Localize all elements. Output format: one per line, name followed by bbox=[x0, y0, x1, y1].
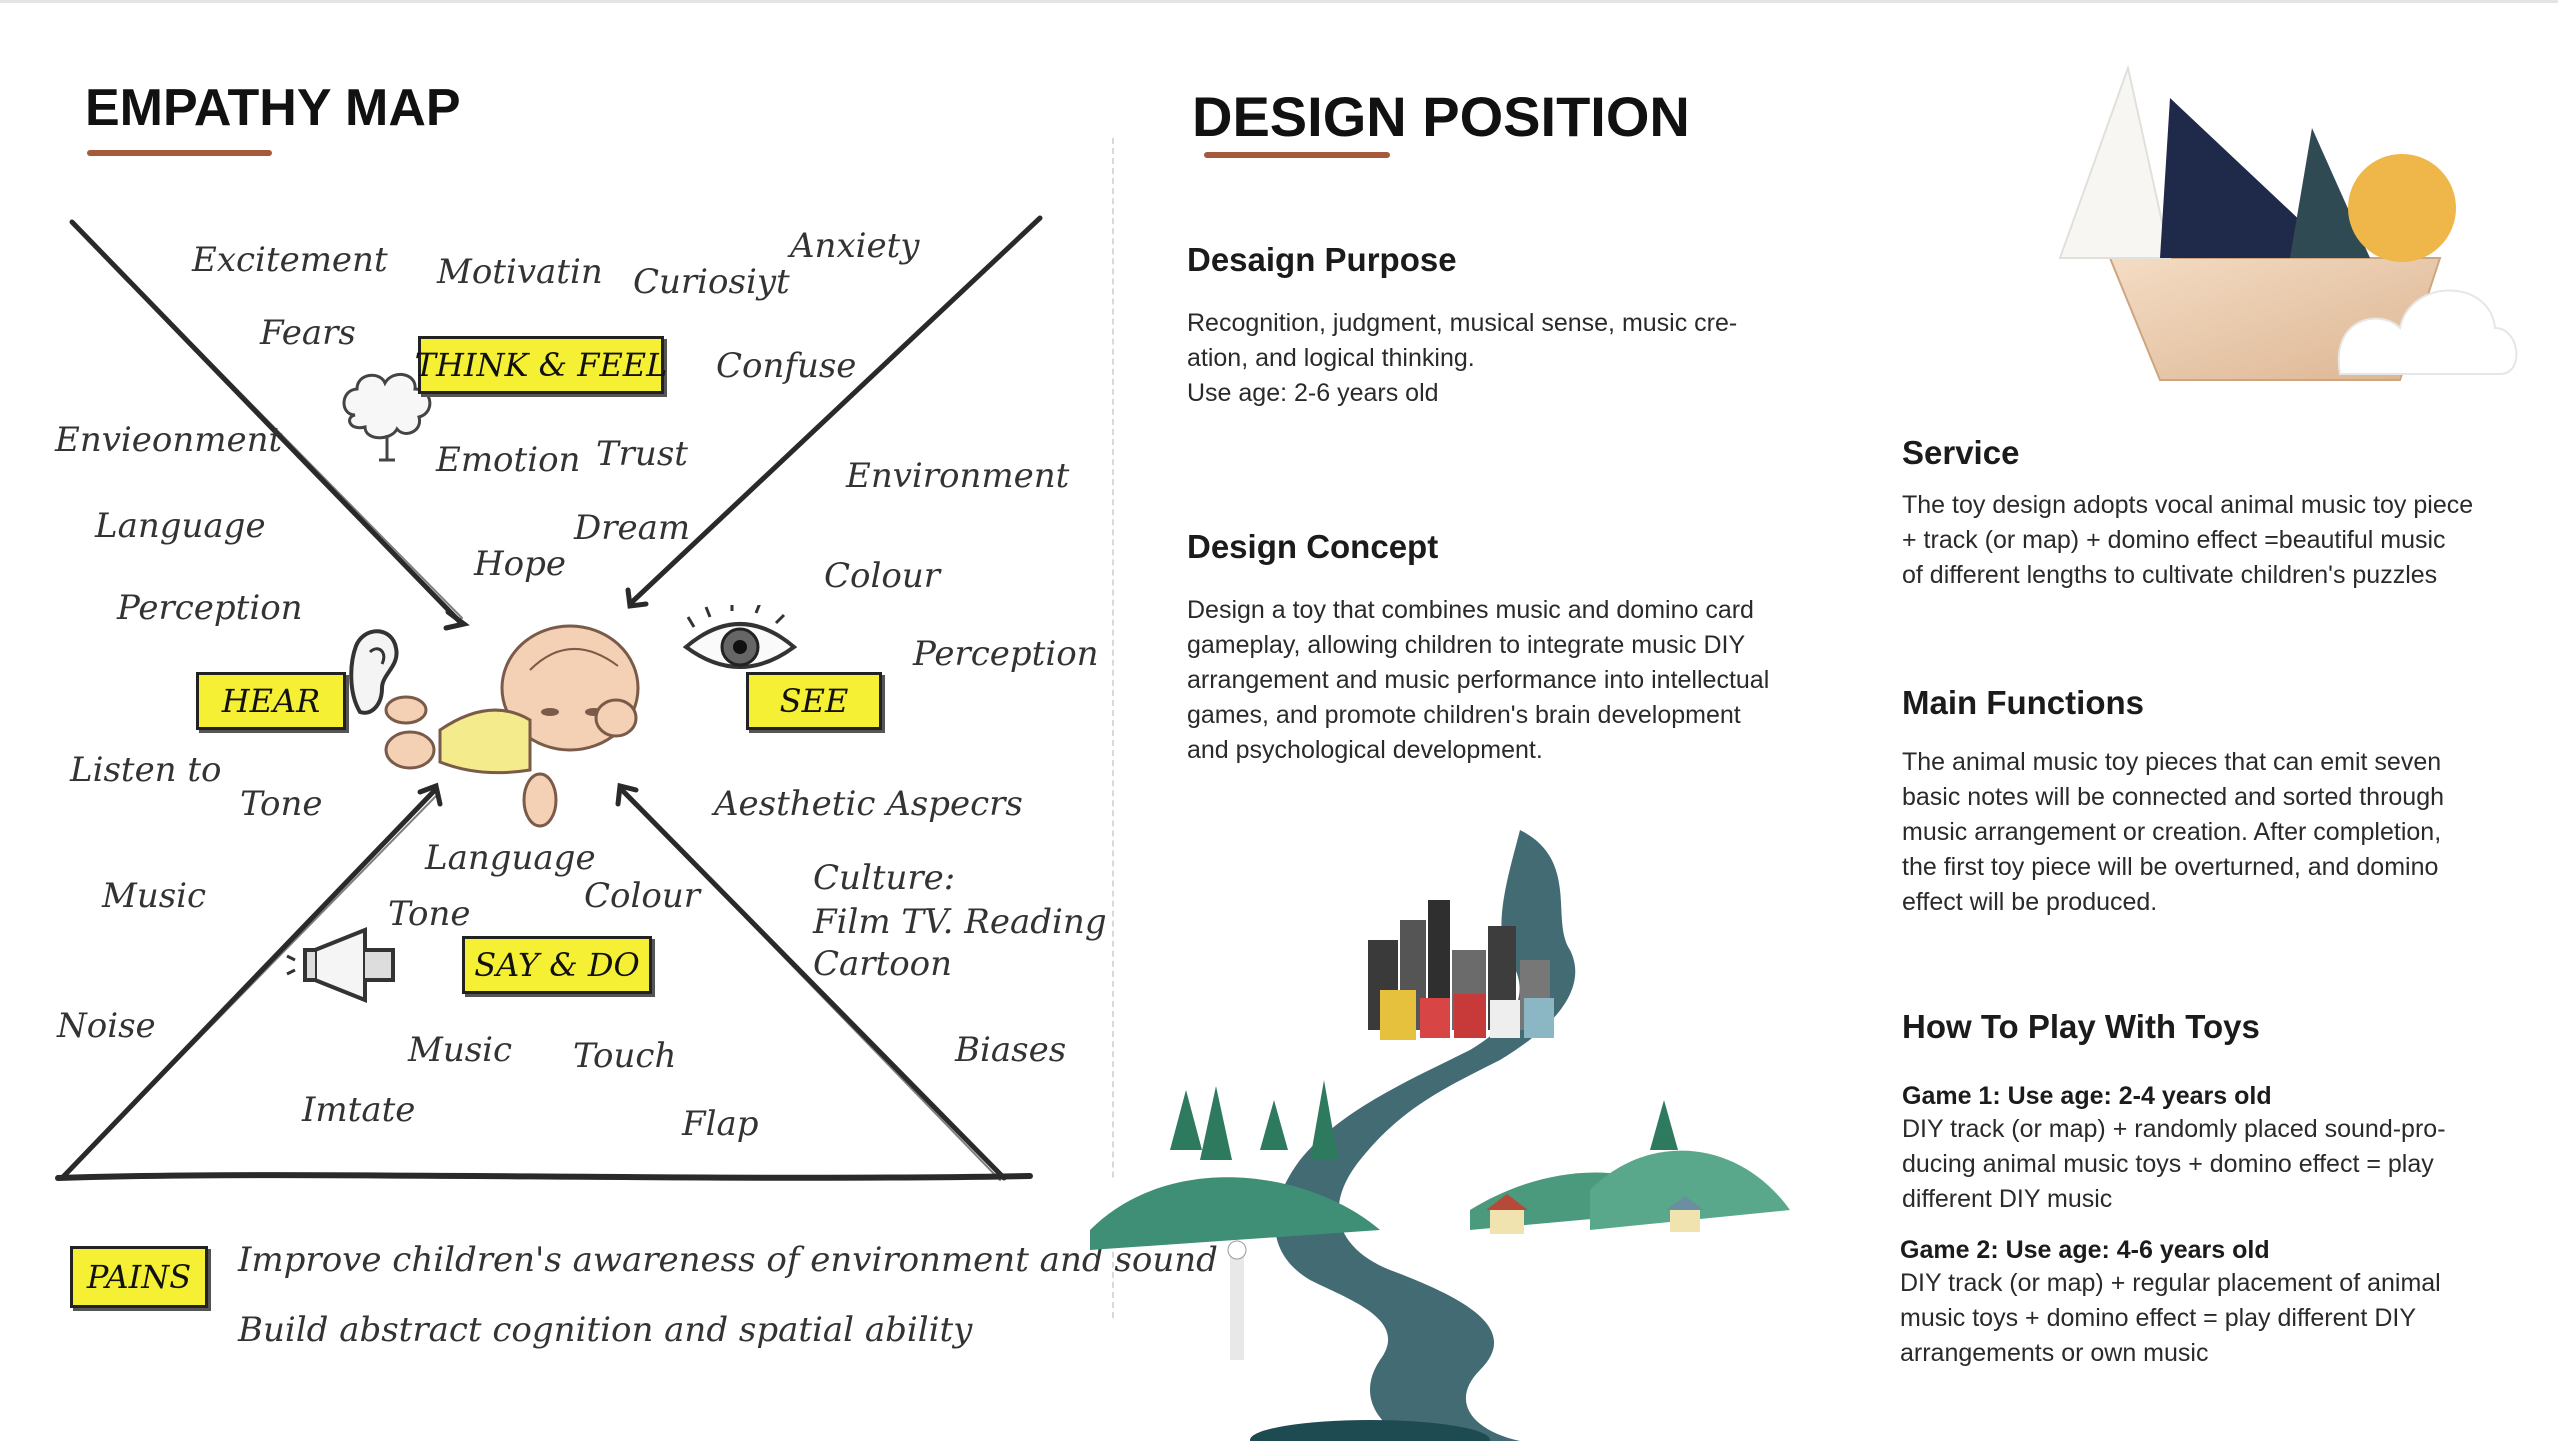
diagonal-upper-right-sketch bbox=[629, 221, 1037, 607]
diagonal-upper-left-sketch bbox=[75, 225, 463, 619]
empathy-map-sketch bbox=[55, 215, 1043, 1181]
word-perception-see: Perception bbox=[913, 634, 1099, 674]
word-anxiety: Anxiety bbox=[790, 226, 920, 266]
arrowhead-br bbox=[615, 782, 639, 807]
word-colour-say: Colour bbox=[584, 876, 700, 916]
arrowhead-bl bbox=[417, 782, 443, 807]
concept-heading: Design Concept bbox=[1187, 528, 1439, 565]
word-environment-see: Environment bbox=[846, 456, 1070, 496]
service-text: The toy design adopts vocal animal music… bbox=[1902, 491, 2474, 589]
concept-text: Design a toy that combines music and dom… bbox=[1187, 596, 1770, 764]
think-feel-label: THINK & FEEL bbox=[415, 336, 667, 394]
megaphone-icon bbox=[286, 927, 395, 1003]
baseline-stroke bbox=[55, 1172, 1033, 1181]
baby-icon bbox=[384, 624, 640, 828]
arrowhead-tr bbox=[625, 587, 649, 609]
word-dream: Dream bbox=[574, 508, 691, 548]
see-label: SEE bbox=[746, 672, 882, 730]
word-music-hear: Music bbox=[102, 876, 207, 916]
word-culture: Culture: bbox=[813, 858, 956, 898]
play-heading: How To Play With Toys bbox=[1902, 1008, 2260, 1045]
empathy-map-title: EMPATHY MAP bbox=[85, 79, 461, 137]
top-rule bbox=[0, 0, 2558, 3]
hear-label: HEAR bbox=[196, 672, 346, 730]
functions-text: The animal music toy pieces that can emi… bbox=[1902, 748, 2445, 916]
word-hope: Hope bbox=[474, 544, 567, 584]
word-confuse: Confuse bbox=[716, 346, 857, 386]
diagonal-lower-right-sketch bbox=[623, 791, 1001, 1181]
ear-icon bbox=[349, 629, 399, 715]
word-tone-hear: Tone bbox=[240, 784, 323, 824]
game-2-text: DIY track (or map) + regular placement o… bbox=[1900, 1269, 2441, 1367]
word-perception-hear: Perception bbox=[117, 588, 303, 628]
purpose-heading: Desaign Purpose bbox=[1187, 241, 1457, 278]
word-colour-see: Colour bbox=[824, 556, 940, 596]
design-position-title: DESIGN POSITION bbox=[1192, 85, 1690, 148]
word-emotion: Emotion bbox=[436, 440, 581, 480]
word-music-say: Music bbox=[408, 1030, 513, 1070]
arrowhead-tl bbox=[443, 609, 470, 631]
empathy-map-underline bbox=[87, 150, 272, 156]
word-noise: Noise bbox=[57, 1006, 156, 1046]
word-curiosiyt: Curiosiyt bbox=[633, 262, 790, 302]
word-film-tv-reading: Film TV. Reading bbox=[813, 902, 1107, 942]
pains-label: PAINS bbox=[70, 1246, 208, 1308]
city-buildings bbox=[1368, 900, 1554, 1040]
word-language-say: Language bbox=[425, 838, 596, 878]
word-biases: Biases bbox=[955, 1030, 1067, 1070]
word-language-hear: Language bbox=[95, 506, 266, 546]
word-motivatin: Motivatin bbox=[437, 252, 603, 292]
word-listen-to: Listen to bbox=[70, 750, 222, 790]
say-do-label: SAY & DO bbox=[462, 936, 652, 994]
game-1-text: DIY track (or map) + randomly placed sou… bbox=[1902, 1115, 2446, 1213]
brain-icon bbox=[342, 373, 432, 462]
word-tone-say: Tone bbox=[388, 894, 471, 934]
design-position-underline bbox=[1204, 152, 1390, 158]
section-divider bbox=[1112, 138, 1114, 1318]
eye-icon bbox=[682, 605, 798, 669]
purpose-text: Recognition, judgment, musical sense, mu… bbox=[1187, 309, 1738, 407]
word-touch: Touch bbox=[573, 1036, 677, 1076]
pine-trees bbox=[1170, 1080, 1678, 1160]
word-cartoon: Cartoon bbox=[813, 944, 953, 984]
wooden-boat-toy-icon bbox=[2058, 64, 2518, 381]
functions-heading: Main Functions bbox=[1902, 684, 2144, 721]
pains-line-2: Build abstract cognition and spatial abi… bbox=[238, 1310, 973, 1350]
word-excitement: Excitement bbox=[192, 240, 388, 280]
word-imtate: Imtate bbox=[302, 1090, 416, 1130]
diagonal-lower-left-sketch bbox=[65, 793, 439, 1175]
word-flap: Flap bbox=[682, 1104, 759, 1144]
game-1-title: Game 1: Use age: 2-4 years old bbox=[1902, 1082, 2272, 1110]
service-heading: Service bbox=[1902, 434, 2020, 471]
word-fears: Fears bbox=[260, 313, 356, 353]
game-2-title: Game 2: Use age: 4-6 years old bbox=[1900, 1236, 2270, 1264]
word-aesthetic-aspecrs: Aesthetic Aspecrs bbox=[714, 784, 1023, 824]
paper-city-river-illustration bbox=[1050, 830, 1790, 1441]
word-envieonment: Envieonment bbox=[55, 420, 283, 460]
word-trust: Trust bbox=[596, 434, 688, 474]
